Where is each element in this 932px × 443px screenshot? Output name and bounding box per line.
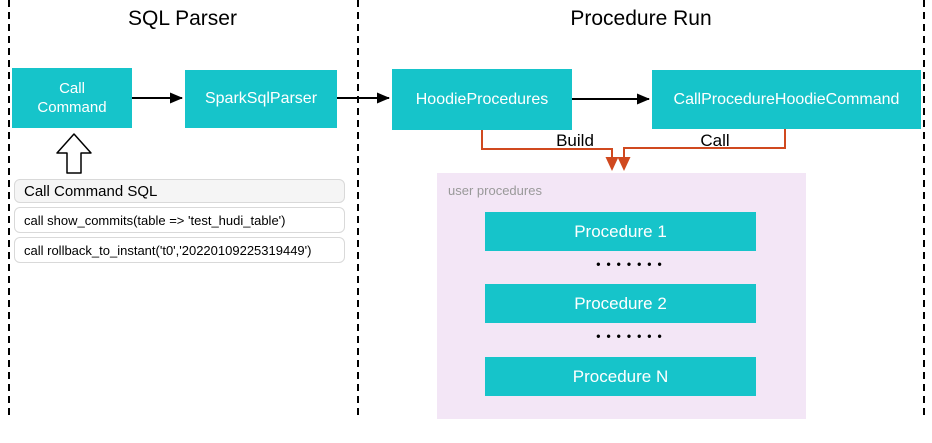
region-title-procedure-run: Procedure Run — [570, 7, 712, 30]
user-procedures-panel: user procedures Procedure 1 ••••••• Proc… — [437, 173, 806, 419]
edge-label-call: Call — [700, 131, 730, 150]
up-arrow-icon — [56, 133, 92, 174]
sql-statement-row: call rollback_to_instant('t0','202201092… — [14, 237, 345, 263]
node-procedure-n: Procedure N — [485, 357, 756, 396]
ellipsis-dots: ••••••• — [596, 329, 668, 343]
node-call-procedure-hoodie-command: CallProcedureHoodieCommand — [652, 70, 921, 129]
edge-label-build: Build — [556, 131, 594, 150]
region-title-sql-parser: SQL Parser — [128, 7, 237, 30]
node-spark-sql-parser: SparkSqlParser — [185, 70, 337, 128]
node-call-command: Call Command — [12, 68, 132, 128]
sql-statement-row: call show_commits(table => 'test_hudi_ta… — [14, 207, 345, 233]
node-hoodie-procedures: HoodieProcedures — [392, 69, 572, 130]
sql-panel-title: Call Command SQL — [14, 179, 345, 203]
node-procedure-2: Procedure 2 — [485, 284, 756, 323]
ellipsis-dots: ••••••• — [596, 257, 668, 271]
node-procedure-1: Procedure 1 — [485, 212, 756, 251]
user-procedures-label: user procedures — [448, 183, 542, 198]
sql-panel: Call Command SQL call show_commits(table… — [14, 179, 345, 263]
